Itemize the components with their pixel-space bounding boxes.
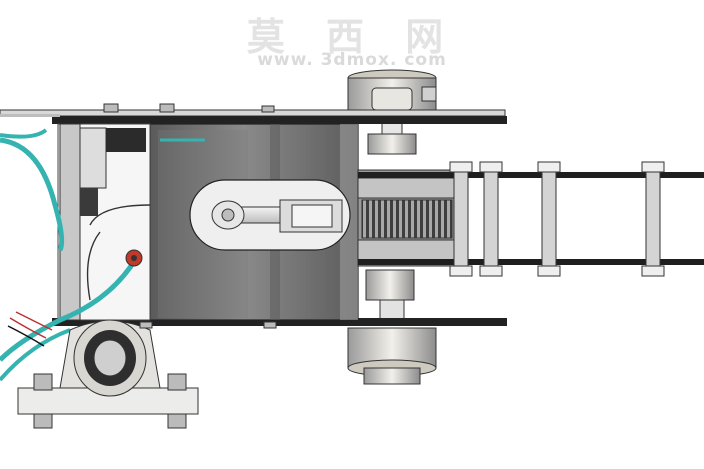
spur-gear-icon bbox=[357, 169, 459, 267]
pillow-block-bearing-icon bbox=[17, 319, 199, 429]
connector-icon bbox=[125, 249, 143, 267]
bottom-bearing-icon bbox=[347, 269, 437, 385]
watermark-url: www. 3dmox. com bbox=[257, 50, 447, 70]
linkage-arm-icon bbox=[358, 161, 704, 277]
air-hose-icon bbox=[0, 123, 205, 382]
pneumatic-cylinder-icon bbox=[211, 199, 343, 233]
top-bearing-icon bbox=[347, 69, 437, 155]
watermark-title: 莫 西 网 bbox=[246, 14, 458, 59]
gearbox-housing bbox=[149, 123, 359, 321]
